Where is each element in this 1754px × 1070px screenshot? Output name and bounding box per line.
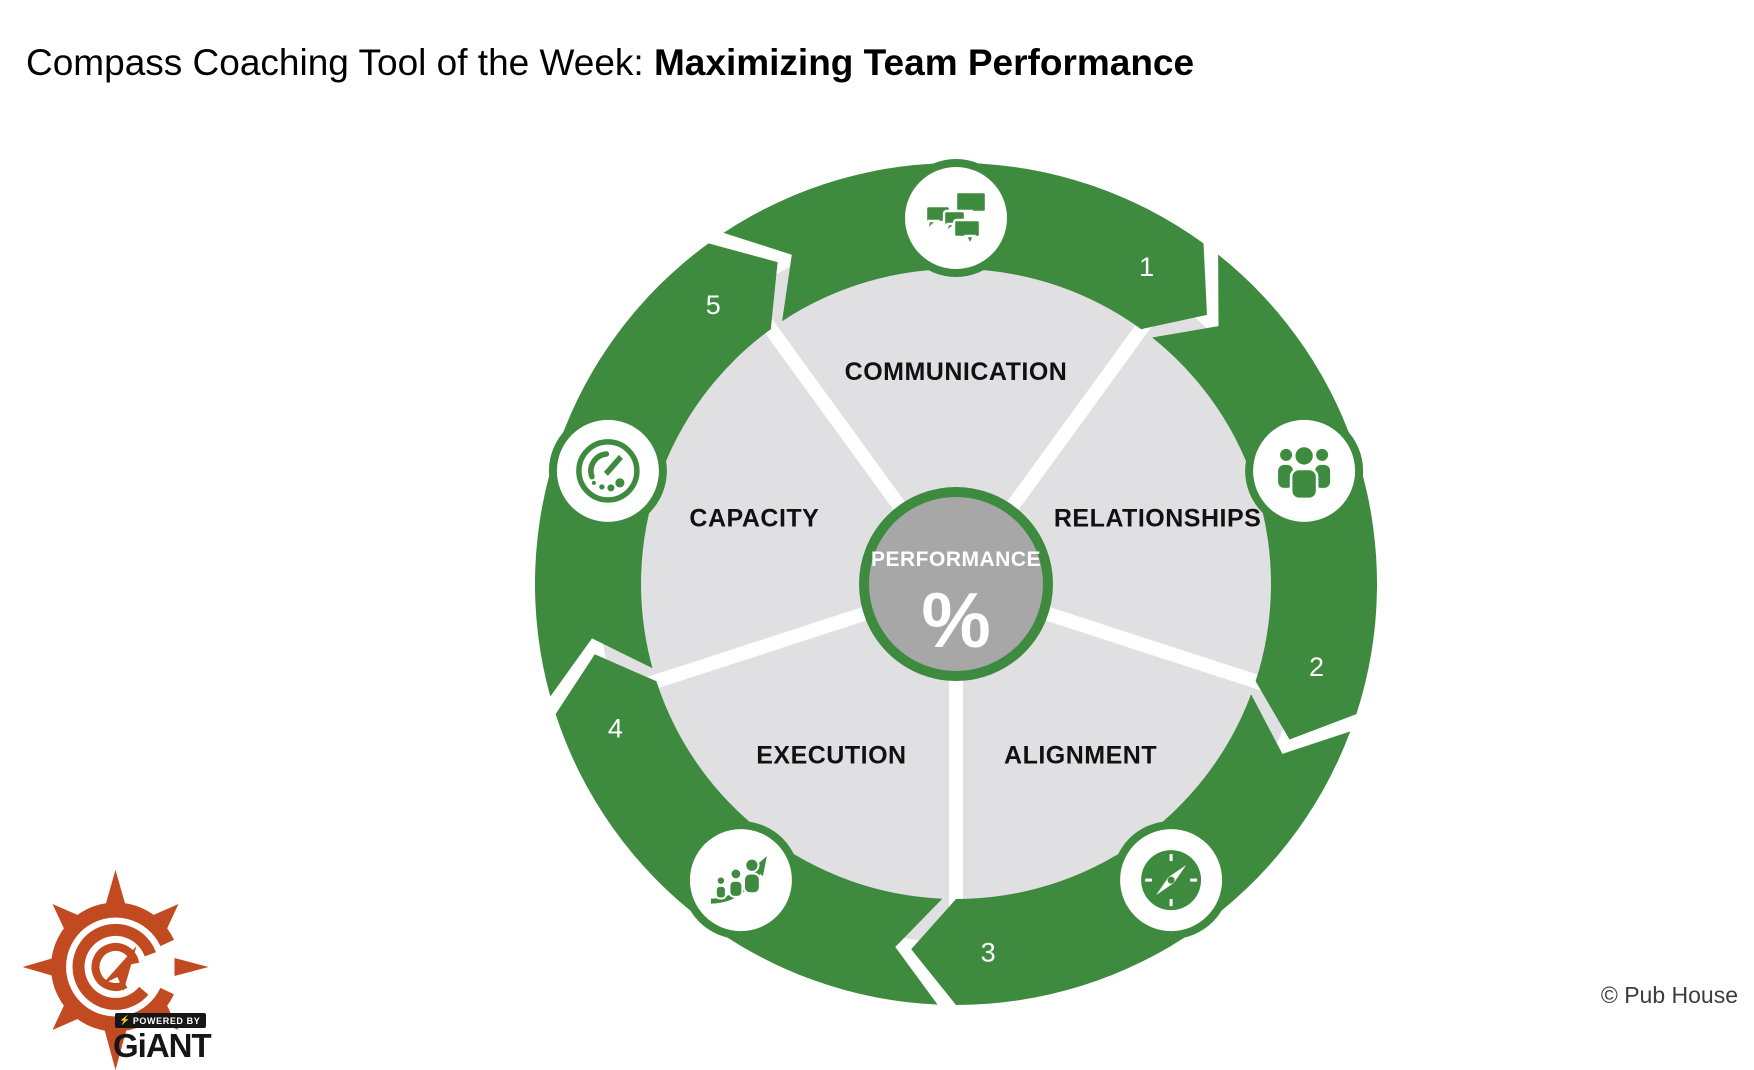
- giant-brand-wordmark: GiANT: [113, 1027, 212, 1064]
- sector-execution: [617, 598, 949, 942]
- compass-point-s: [103, 1026, 128, 1070]
- sector-alignment: [963, 598, 1295, 942]
- center-circle: [859, 487, 1053, 681]
- compass-icon: [1112, 821, 1231, 940]
- page-title: Compass Coaching Tool of the Week: Maxim…: [26, 42, 1194, 84]
- chat-bubbles-icon: [897, 159, 1015, 277]
- compass-point-sw: [52, 1000, 85, 1030]
- compass-point-nw: [52, 904, 85, 934]
- people-group-icon: [1245, 411, 1364, 530]
- sector-label-relationships: RELATIONSHIPS: [1054, 505, 1261, 533]
- center-percent-symbol: %: [921, 576, 990, 664]
- segment-number-3: 3: [981, 938, 996, 968]
- growth-people-icon: [681, 821, 800, 940]
- segment-number-5: 5: [706, 290, 721, 320]
- segment-number-4: 4: [608, 714, 623, 744]
- copyright-text: © Pub House: [1600, 982, 1738, 1008]
- compass-point-ne: [146, 904, 179, 934]
- segment-number-1: 1: [1139, 252, 1154, 282]
- center-label: PERFORMANCE: [871, 548, 1041, 571]
- compass-arc-middle: [72, 923, 156, 1010]
- compass-point-w: [22, 956, 61, 978]
- compass-logo: ⚡POWERED BY GiANT: [18, 870, 228, 1070]
- gauge-icon: [548, 411, 667, 530]
- segment-number-2: 2: [1309, 652, 1324, 682]
- lightning-icon: ⚡: [119, 1015, 131, 1025]
- sector-communication: [751, 225, 1161, 559]
- powered-by-badge: ⚡POWERED BY: [115, 1013, 207, 1028]
- title-regular: Compass Coaching Tool of the Week:: [26, 42, 654, 83]
- sector-label-alignment: ALIGNMENT: [1004, 742, 1157, 770]
- sector-label-communication: COMMUNICATION: [845, 358, 1068, 386]
- powered-by-label: POWERED BY: [132, 1015, 201, 1026]
- sector-label-execution: EXECUTION: [756, 742, 906, 770]
- cursor-arrow-icon: [102, 946, 137, 991]
- sector-label-capacity: CAPACITY: [689, 505, 819, 533]
- compass-arc-inner: [91, 943, 140, 991]
- compass-point-e: [174, 958, 209, 976]
- title-bold: Maximizing Team Performance: [653, 42, 1195, 83]
- compass-point-n: [103, 870, 128, 912]
